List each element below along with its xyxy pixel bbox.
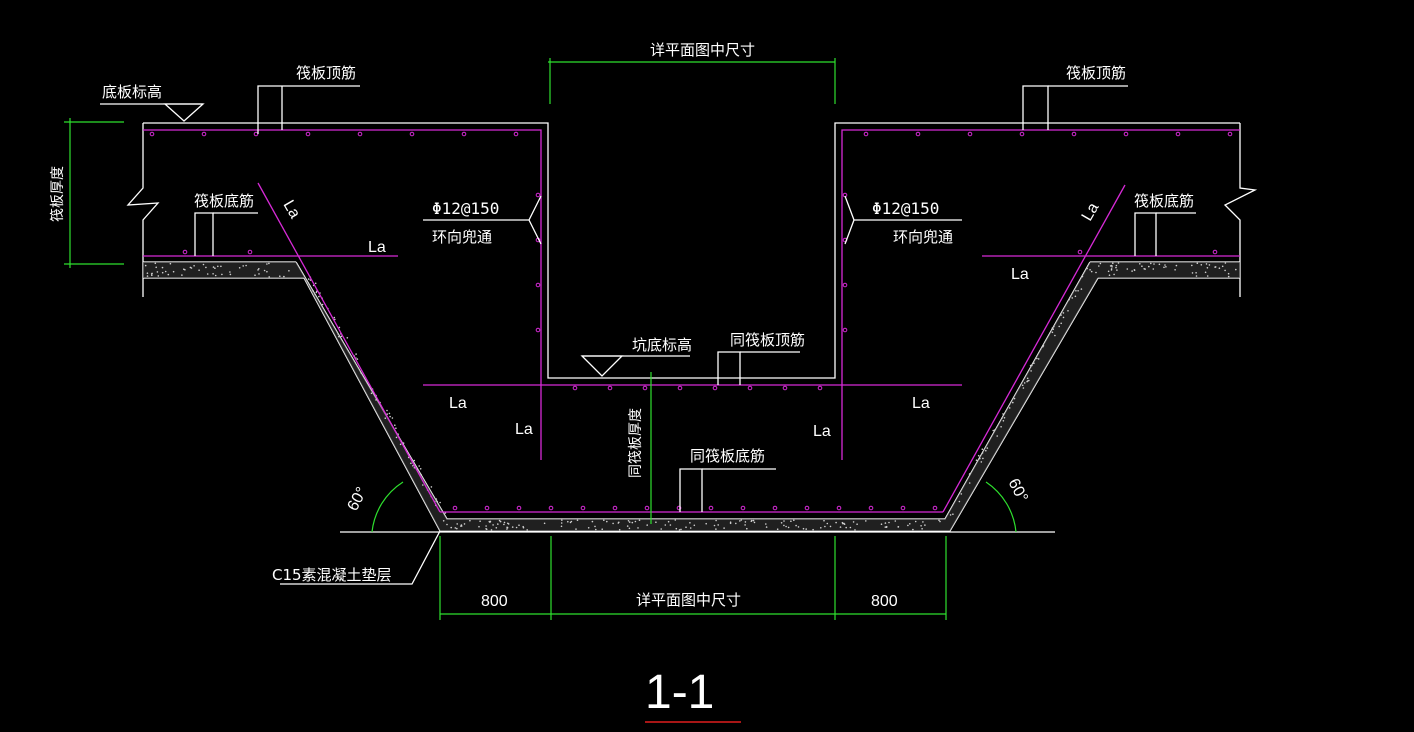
rebar-dot [804,505,810,511]
la-mid-left: La [449,395,467,412]
rebar-dot [1212,249,1218,255]
rebar-dot [357,131,363,137]
raft-thickness-label: 筏板厚度 [49,166,66,222]
rebar-dot [642,385,648,391]
rebar-dot [1077,249,1083,255]
concrete-outline [126,122,1258,533]
rebar-dot [932,505,938,511]
rebar-dot [817,385,823,391]
raft-top-bar-left-label: 筏板顶筋 [296,64,356,82]
see-plan-dim-top-label: 详平面图中尺寸 [650,41,755,59]
rebar-dot [1019,131,1025,137]
rebar-dot [863,131,869,137]
dim-right-offset: 800 [871,593,898,610]
rebar-dot [607,385,613,391]
rebar-dot [535,282,541,288]
pit-bottom-elevation-label: 坑底标高 [632,336,692,354]
la-mid-right: La [912,395,930,412]
rebar-dot [1123,131,1129,137]
dim-left-offset: 800 [481,593,508,610]
same-raft-top-bar-label: 同筏板顶筋 [730,331,805,349]
rebar-dot [708,505,714,511]
rebar-dot [915,131,921,137]
raft-bottom-bar-right-label: 筏板底筋 [1134,192,1194,210]
rebar-dot [967,131,973,137]
cushion-hatch [143,262,1240,531]
same-raft-thickness-label: 同筏板厚度 [627,408,644,478]
raft-top-bar-right-label: 筏板顶筋 [1066,64,1126,82]
rebar-spec-left-label: Φ12@150 [432,199,499,218]
la-top-right: La [1011,266,1029,283]
rebar-dot [900,505,906,511]
ring-through-right-label: 环向兜通 [893,228,953,246]
rebar-dot [782,385,788,391]
dimension-lines [64,58,1017,620]
rebar-dot [253,131,259,137]
rebar-dot [149,131,155,137]
section-title: 1-1 [645,666,714,719]
rebar-dot [676,505,682,511]
rebar-dot [836,505,842,511]
cushion-layer-label: C15素混凝土垫层 [272,566,392,584]
la-slope-right: La [1079,200,1103,224]
leaders [100,85,1196,585]
rebar-dot [535,192,541,198]
rebar-dot [868,505,874,511]
rebar-dot [842,282,848,288]
rebar-dot [182,249,188,255]
rebar-dot [548,505,554,511]
rebar-dot [516,505,522,511]
rebar-dot [247,249,253,255]
rebar-dot [535,327,541,333]
rebar-dot [612,505,618,511]
rebar-dot [580,505,586,511]
rebar-dot [1071,131,1077,137]
rebar-dot [1175,131,1181,137]
rebar-dots [149,131,1233,511]
angle-right-label: 60° [1004,476,1030,505]
rebar-dot [513,131,519,137]
rebar-lines [143,129,1240,513]
slab-bottom-elevation-label: 底板标高 [102,83,162,101]
rebar-dot [644,505,650,511]
angle-left-label: 60° [345,485,371,514]
rebar-spec-right-label: Φ12@150 [872,199,939,218]
la-top-left: La [368,239,386,256]
rebar-dot [842,327,848,333]
rebar-dot [1227,131,1233,137]
rebar-dot [712,385,718,391]
rebar-dot [461,131,467,137]
la-wall-left: La [515,421,533,438]
raft-bottom-bar-left-label: 筏板底筋 [194,192,254,210]
rebar-dot [452,505,458,511]
rebar-dot [305,131,311,137]
rebar-dot [201,131,207,137]
see-plan-dim-bottom-label: 详平面图中尺寸 [636,591,741,609]
la-wall-right: La [813,423,831,440]
rebar-dot [677,385,683,391]
text-labels: 筏板顶筋 底板标高 筏板顶筋 详平面图中尺寸 筏板底筋 筏板底筋 Φ12@150… [49,41,1194,723]
rebar-dot [747,385,753,391]
la-slope-left: La [280,198,304,222]
rebar-dot [740,505,746,511]
cushion-speckle [144,262,1237,531]
ring-through-left-label: 环向兜通 [432,228,492,246]
rebar-dot [572,385,578,391]
same-raft-bottom-bar-label: 同筏板底筋 [690,447,765,465]
rebar-dot [409,131,415,137]
rebar-dot [484,505,490,511]
rebar-dot [772,505,778,511]
